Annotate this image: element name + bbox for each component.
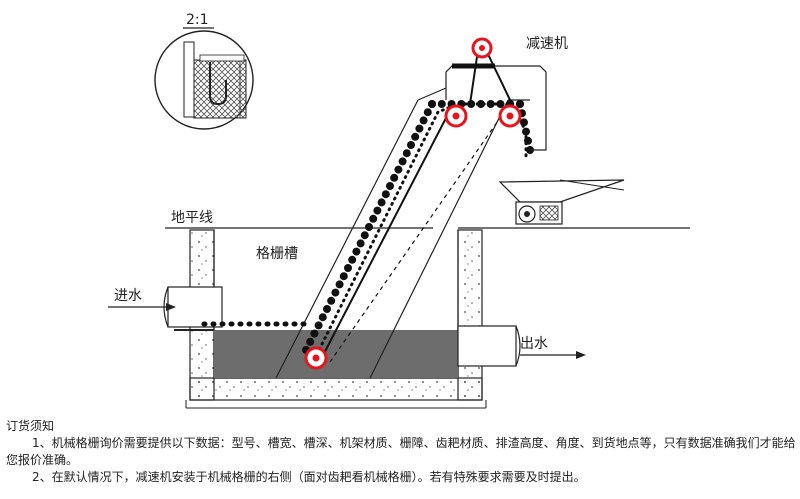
chain-bead [423,108,432,117]
chain-bead [373,206,382,215]
chain-lower [317,117,501,366]
notes-item-1-cont: 您报价准确。 [6,453,79,467]
chain-bead [327,296,336,305]
chain-bead [419,116,428,125]
chain-bead [390,173,399,182]
chain-bead [428,100,436,108]
chain-bead [437,100,446,108]
chain-bead [344,264,352,272]
scale-label: 2:1 [186,12,209,28]
chain-return [510,102,528,162]
bar-screen-diagram: 2:1 地平线 格栅槽 进水 [108,12,690,409]
notes-item-2: 2、在默认情况下，减速机安装于机械格栅的右侧（面对齿耙看机械格栅）。若有特殊要求… [32,470,586,484]
chain-beads [302,100,534,354]
chain-bead [476,100,485,108]
chain-bead [486,100,495,108]
chain-bead [348,255,357,264]
outlet-pipe: 出水 [457,325,586,367]
chain-bead [335,280,344,289]
channel-label: 格栅槽 [256,246,298,262]
outflow-label: 出水 [520,336,548,352]
chain-bead [516,100,524,108]
chain-bead [398,157,407,166]
ground-label: 地平线 [171,210,213,226]
chain-bead [365,223,373,231]
chain-bead [381,190,390,199]
chain-bead [318,313,327,322]
inlet-pipe: 进水 [108,286,223,331]
detail-view: 2:1 [154,12,254,130]
notes-heading: 订货须知 [6,419,55,433]
chain-bead [331,288,340,297]
chain-bead [339,272,348,281]
drive-housing: 减速机 [445,36,568,151]
top-sprocket-icon [471,37,493,59]
reducer-label: 减速机 [526,36,568,52]
sprockets [304,37,522,370]
screen-frame [275,87,530,379]
concrete-channel: 格栅槽 [185,229,487,409]
order-notes: 订货须知 1、机械格栅询价需要提供以下数据：型号、槽宽、槽深、机架材质、栅障、齿… [6,418,796,486]
chain-bead [323,305,331,313]
chain-bead [411,132,420,141]
chain-bead [306,337,315,346]
bottom-sprocket-icon [304,346,328,370]
notes-item-1: 1、机械格栅询价需要提供以下数据：型号、槽宽、槽深、机架材质、栅障、齿耙材质、排… [32,436,796,450]
chain-bead [415,124,424,133]
chain-bead [394,165,403,174]
chain-bead [356,239,365,248]
chain-bead [407,141,415,149]
chain-bead [386,182,394,190]
chain-bead [402,149,411,158]
right-head-sprocket-icon [498,104,522,128]
left-head-sprocket-icon [444,104,468,128]
chain-bead [360,231,369,240]
chain-bead [314,321,323,330]
chain-bead [310,329,319,338]
chain-bead [352,247,361,256]
ground-line: 地平线 [165,210,690,229]
chain-bead [496,100,505,108]
chain-bead [377,198,386,207]
chain-bead [467,100,476,108]
chain-bead [369,214,378,223]
discharge-hopper [498,179,625,225]
inflow-label: 进水 [114,288,142,304]
